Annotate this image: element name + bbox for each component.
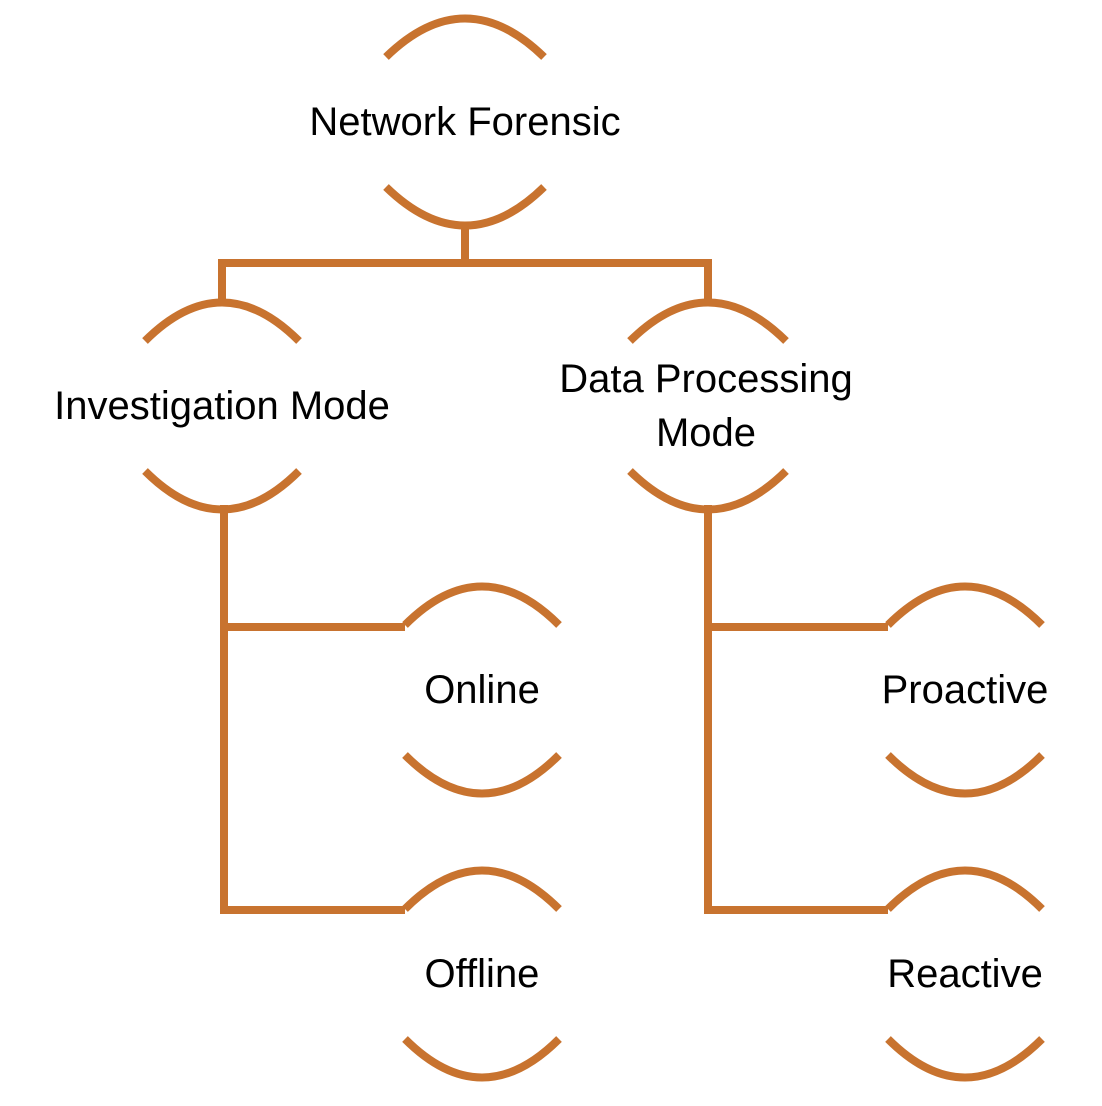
node-top-arc bbox=[885, 866, 1045, 912]
node-bottom-arc bbox=[142, 468, 302, 514]
node-investigation-mode: Investigation Mode bbox=[54, 298, 390, 514]
node-network-forensic: Network Forensic bbox=[309, 14, 621, 230]
node-label-data-processing-line-1: Data Processing bbox=[559, 357, 852, 401]
node-top-arc bbox=[402, 866, 562, 912]
node-bottom-arc bbox=[402, 1036, 562, 1082]
connector-dataprocessing-to-proactive bbox=[704, 505, 888, 631]
node-proactive: Proactive bbox=[882, 582, 1049, 798]
node-label-data-processing-line-2: Mode bbox=[656, 411, 756, 455]
node-data-processing-mode: Data Processing Mode bbox=[559, 298, 853, 514]
node-online: Online bbox=[402, 582, 562, 798]
node-top-arc bbox=[383, 14, 547, 60]
node-bottom-arc bbox=[402, 752, 562, 798]
connector-dataprocessing-to-reactive bbox=[704, 627, 888, 914]
node-label-proactive: Proactive bbox=[882, 668, 1049, 712]
node-bottom-arc bbox=[383, 184, 547, 230]
node-top-arc bbox=[885, 582, 1045, 628]
node-top-arc bbox=[142, 298, 302, 344]
node-label-offline: Offline bbox=[425, 952, 540, 996]
connector-investigation-to-online bbox=[220, 505, 405, 631]
node-offline: Offline bbox=[402, 866, 562, 1082]
node-label-network-forensic: Network Forensic bbox=[309, 100, 620, 144]
connector-investigation-to-offline bbox=[220, 627, 405, 914]
node-top-arc bbox=[627, 298, 789, 344]
node-reactive: Reactive bbox=[885, 866, 1045, 1082]
node-bottom-arc bbox=[885, 752, 1045, 798]
node-top-arc bbox=[402, 582, 562, 628]
node-label-reactive: Reactive bbox=[887, 952, 1043, 996]
node-bottom-arc bbox=[627, 468, 789, 514]
connectors bbox=[218, 225, 888, 914]
connector-root-to-children bbox=[218, 225, 712, 305]
node-label-investigation-mode: Investigation Mode bbox=[54, 384, 390, 428]
node-bottom-arc bbox=[885, 1036, 1045, 1082]
node-label-online: Online bbox=[424, 668, 540, 712]
